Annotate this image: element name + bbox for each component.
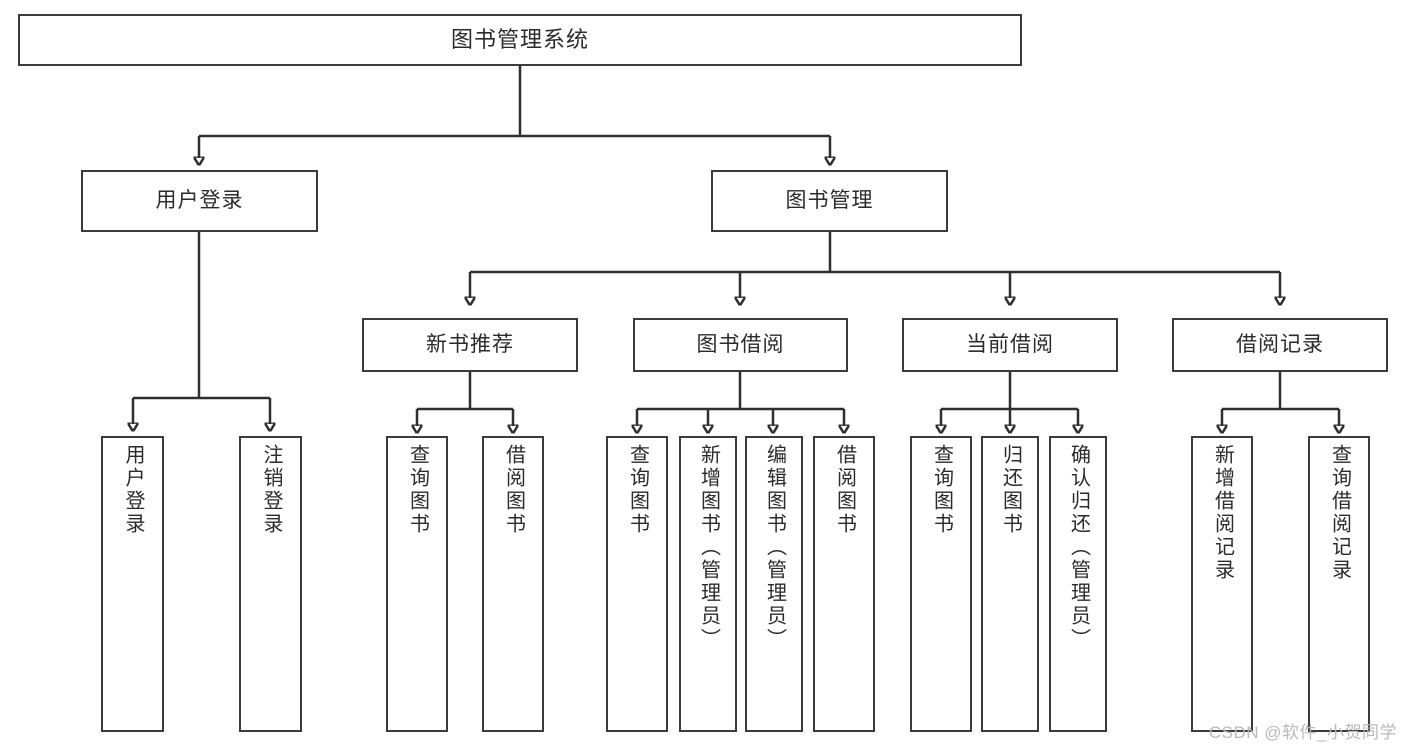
node-label: 查询图书 (626, 444, 649, 536)
node-label: 图书借阅 (696, 332, 785, 356)
node-leaf-add-book[interactable]: 新增图书（管理员） (679, 436, 737, 732)
node-leaf-return-book[interactable]: 归还图书 (981, 436, 1039, 732)
node-root-book-management-system[interactable]: 图书管理系统 (18, 14, 1022, 66)
node-label: 图书管理 (785, 188, 874, 212)
node-current-borrow[interactable]: 当前借阅 (902, 318, 1118, 372)
node-leaf-user-login[interactable]: 用户登录 (101, 436, 164, 732)
node-leaf-confirm-return[interactable]: 确认归还（管理员） (1049, 436, 1107, 732)
node-leaf-query-borrow-record[interactable]: 查询借阅记录 (1308, 436, 1370, 732)
node-leaf-add-borrow-record[interactable]: 新增借阅记录 (1191, 436, 1253, 732)
node-leaf-borrow-book-recommend[interactable]: 借阅图书 (482, 436, 544, 732)
node-label: 借阅图书 (502, 444, 525, 536)
node-leaf-edit-book[interactable]: 编辑图书（管理员） (745, 436, 803, 732)
node-label: 编辑图书（管理员） (763, 444, 786, 651)
node-borrow-record[interactable]: 借阅记录 (1172, 318, 1388, 372)
node-leaf-user-logout[interactable]: 注销登录 (239, 436, 302, 732)
node-label: 查询图书 (406, 444, 429, 536)
watermark: CSDN @软件_小贺同学 (1208, 723, 1397, 742)
node-label: 注销登录 (260, 444, 282, 536)
node-label: 当前借阅 (966, 332, 1054, 356)
node-book-borrow[interactable]: 图书借阅 (633, 318, 848, 372)
node-label: 新书推荐 (426, 332, 514, 356)
node-label: 确认归还（管理员） (1067, 444, 1090, 651)
node-label: 借阅图书 (833, 444, 856, 536)
node-leaf-query-book-current[interactable]: 查询图书 (910, 436, 972, 732)
node-new-book-recommend[interactable]: 新书推荐 (362, 318, 578, 372)
node-user-login[interactable]: 用户登录 (81, 170, 318, 232)
node-label: 查询借阅记录 (1328, 444, 1351, 582)
node-leaf-query-book-borrow[interactable]: 查询图书 (606, 436, 668, 732)
node-leaf-borrow-book[interactable]: 借阅图书 (813, 436, 875, 732)
node-label: 用户登录 (122, 444, 144, 536)
node-leaf-query-book-recommend[interactable]: 查询图书 (386, 436, 448, 732)
node-label: 图书管理系统 (450, 27, 589, 53)
node-book-manage[interactable]: 图书管理 (711, 170, 948, 232)
node-label: 查询图书 (930, 444, 953, 536)
node-label: 归还图书 (999, 444, 1022, 536)
node-label: 用户登录 (155, 188, 244, 212)
node-label: 借阅记录 (1236, 332, 1324, 356)
node-label: 新增借阅记录 (1211, 444, 1234, 582)
node-label: 新增图书（管理员） (697, 444, 720, 651)
